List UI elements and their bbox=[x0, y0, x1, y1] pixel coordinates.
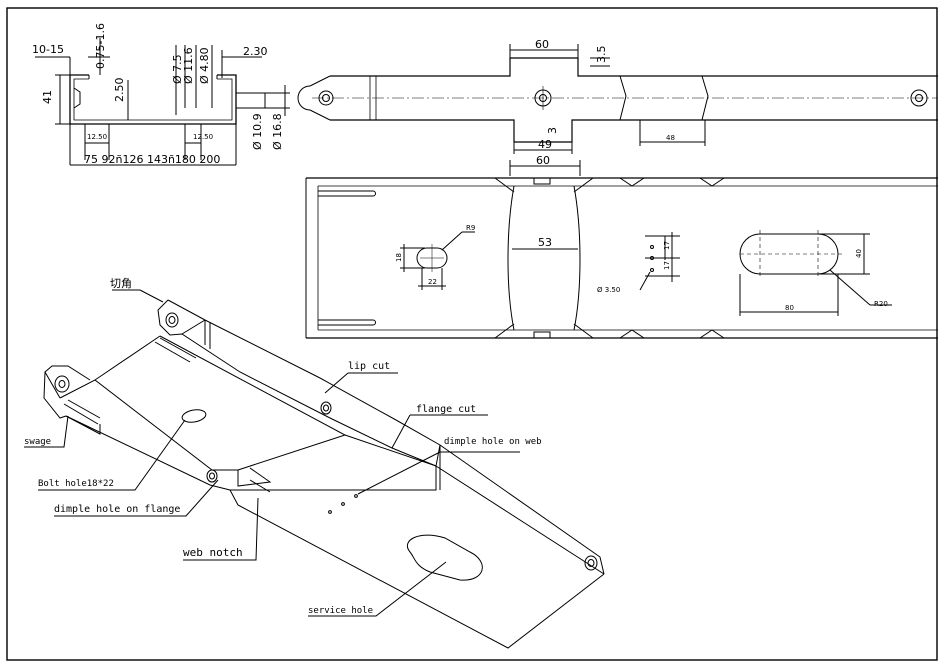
dim-height-41: 41 bbox=[41, 90, 54, 104]
dim-hole-positions: 75 92ñ126 143ñ180 200 bbox=[84, 153, 220, 166]
dim-dia-7-5: Ø 7.5 bbox=[171, 54, 184, 84]
dim-dimple-17b: 17 bbox=[663, 261, 671, 270]
label-bolt-hole: Bolt hole18*22 bbox=[38, 479, 114, 489]
web-view bbox=[305, 160, 938, 339]
label-dimple-hole-web: dimple hole on web bbox=[444, 437, 542, 447]
label-service-hole: service hole bbox=[308, 606, 373, 616]
dim-service-r20: R20 bbox=[874, 300, 888, 308]
dim-bolt-22: 22 bbox=[428, 278, 437, 286]
dim-web-60: 60 bbox=[536, 154, 550, 167]
section-view bbox=[35, 38, 290, 166]
dim-2-30: 2.30 bbox=[243, 45, 268, 58]
dim-dia-10-9: Ø 10.9 bbox=[251, 113, 264, 150]
sheet-border bbox=[6, 7, 938, 661]
dim-service-40: 40 bbox=[855, 249, 863, 258]
dim-bolt-18: 18 bbox=[395, 253, 403, 262]
label-lip-cut: lip cut bbox=[348, 361, 390, 372]
dim-top-3-5: 3.5 bbox=[595, 46, 608, 64]
dim-12-50-left: 12.50 bbox=[87, 133, 107, 141]
label-corner-cut: 切角 bbox=[110, 277, 132, 290]
dim-top-49: 49 bbox=[538, 138, 552, 151]
dim-top-3: 3 bbox=[546, 127, 559, 134]
dim-lip-length: 10-15 bbox=[32, 43, 64, 56]
dim-dimple-dia: Ø 3.50 bbox=[597, 286, 620, 294]
dim-dia-4-80: Ø 4.80 bbox=[198, 47, 211, 84]
dim-top-60: 60 bbox=[535, 38, 549, 51]
label-flange-cut: flange cut bbox=[416, 404, 476, 415]
dim-dia-16-8: Ø 16.8 bbox=[271, 113, 284, 150]
label-swage: swage bbox=[24, 437, 51, 447]
dim-service-80: 80 bbox=[785, 304, 794, 312]
dim-top-48: 48 bbox=[666, 134, 675, 142]
dim-2-50: 2.50 bbox=[113, 78, 126, 103]
dim-web-53: 53 bbox=[538, 236, 552, 249]
dim-thickness: 0.75-1.6 bbox=[94, 23, 107, 69]
dim-r9: R9 bbox=[466, 224, 475, 232]
isometric-view bbox=[24, 289, 605, 649]
dim-12-50-right: 12.50 bbox=[193, 133, 213, 141]
dim-dimple-17a: 17 bbox=[663, 241, 671, 250]
label-web-notch: web notch bbox=[183, 546, 243, 559]
dim-dia-11-6: Ø 11.6 bbox=[182, 47, 195, 84]
label-dimple-hole-flange: dimple hole on flange bbox=[54, 504, 180, 515]
top-view bbox=[297, 44, 938, 154]
